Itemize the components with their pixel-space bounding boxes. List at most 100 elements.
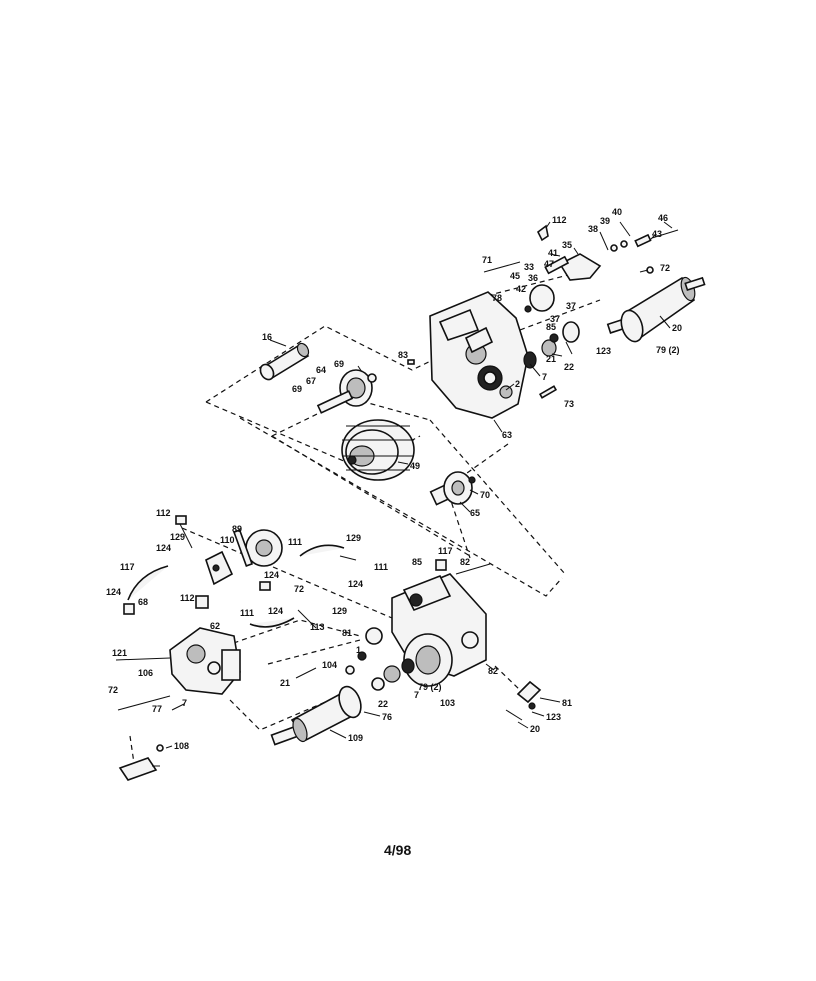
leader-lines — [152, 221, 673, 767]
callout: 79 (2) — [656, 345, 680, 355]
callout: 123 — [546, 712, 561, 722]
bearing-7-lower — [401, 658, 415, 674]
callout: 72 — [108, 685, 118, 695]
callout: 129 — [170, 532, 185, 542]
bolt-82-right — [455, 563, 491, 575]
callout: 33 — [524, 262, 534, 272]
callout: 124 — [106, 587, 121, 597]
callout: 71 — [482, 255, 492, 265]
axle-assembly-upper — [606, 276, 706, 343]
callout: 7 — [414, 690, 419, 700]
callout: 72 — [294, 584, 304, 594]
callout: 21 — [546, 354, 556, 364]
bearing-21-upper — [549, 333, 559, 343]
callout: 79 (2) — [418, 682, 442, 692]
callout: 76 — [382, 712, 392, 722]
callout: 20 — [672, 323, 682, 333]
callout: 43 — [652, 229, 662, 239]
hose-111-low — [249, 617, 295, 628]
fitting-112-top — [175, 515, 187, 525]
housing-lower-half — [391, 573, 487, 687]
washer-21-lower — [371, 677, 385, 691]
callout: 112 — [156, 508, 171, 518]
brake-lever-103 — [516, 680, 542, 704]
callout: 63 — [502, 430, 512, 440]
callout: 106 — [138, 668, 153, 678]
callout: 111 — [374, 562, 388, 572]
pin-74 — [295, 667, 317, 679]
callout: 69 — [334, 359, 344, 369]
fitting-113 — [195, 595, 209, 609]
callout: 68 — [138, 597, 148, 607]
callout: 108 — [174, 741, 189, 751]
callout: 37 — [566, 301, 576, 311]
fitting-117-left — [259, 581, 271, 591]
callout: 77 — [152, 704, 162, 714]
hose-111-left — [127, 565, 169, 601]
callout: 42 — [516, 284, 526, 294]
callout: 35 — [562, 240, 572, 250]
callout: 78 — [492, 293, 502, 303]
seal-68 — [365, 627, 383, 645]
callout: 124 — [268, 606, 283, 616]
callout: 67 — [306, 376, 316, 386]
filter-89 — [232, 529, 283, 567]
callout: 7 — [542, 372, 547, 382]
callout: 21 — [280, 678, 290, 688]
callout: 20 — [530, 724, 540, 734]
callout: 82 — [488, 666, 498, 676]
hose-111-mid — [299, 544, 345, 557]
fitting-104 — [357, 651, 367, 661]
callout: 109 — [348, 733, 363, 743]
cluster-gear-65 — [429, 471, 476, 506]
pin-129-mid — [339, 555, 357, 561]
callout: 22 — [564, 362, 574, 372]
callout: 47 — [544, 259, 554, 269]
callout: 129 — [332, 606, 347, 616]
fitting-117-right — [435, 559, 447, 571]
callout: 124 — [156, 543, 171, 553]
callout: 81 — [562, 698, 572, 708]
callout: 124 — [348, 579, 363, 589]
callout: 129 — [346, 533, 361, 543]
washer-22-lower — [383, 665, 401, 683]
callout: 121 — [112, 648, 127, 658]
callout: 85 — [546, 322, 556, 332]
pinion-gear-64 — [316, 369, 377, 414]
callout: 38 — [588, 224, 598, 234]
callout: 112 — [552, 215, 567, 225]
callout: 123 — [596, 346, 611, 356]
callout: 46 — [658, 213, 668, 223]
callout: 37 — [550, 314, 560, 324]
callout: 22 — [378, 699, 388, 709]
callout: 65 — [470, 508, 480, 518]
brake-pin-76 — [505, 709, 523, 721]
callout: 69 — [292, 384, 302, 394]
assembly-guide-lines — [129, 271, 601, 771]
fitting-106 — [345, 665, 355, 675]
callout: 113 — [310, 622, 325, 632]
callout: 117 — [120, 562, 135, 572]
callout: 7 — [182, 698, 187, 708]
brake-bolt-77 — [528, 702, 536, 710]
screw-109 — [156, 744, 164, 752]
fitting-112-left — [123, 603, 135, 615]
seal-123-upper — [562, 321, 580, 343]
callout: 124 — [264, 570, 279, 580]
bearing-7-upper — [523, 351, 537, 369]
pump-body-81 — [169, 627, 241, 695]
differential-gear-49 — [341, 419, 415, 481]
callout: 111 — [240, 608, 254, 618]
callout-labels: 112 39 40 46 38 43 71 41 35 47 33 36 45 … — [106, 207, 682, 751]
callout: 2 — [515, 379, 520, 389]
bolt-82-left — [117, 695, 171, 711]
callout: 1 — [356, 645, 361, 655]
washer-22-upper — [541, 339, 557, 357]
bolt-62 — [115, 657, 171, 661]
valve-110 — [205, 550, 234, 586]
callout: 111 — [288, 537, 302, 547]
callout: 110 — [220, 535, 235, 545]
callout: 16 — [262, 332, 272, 342]
housing-upper-half — [429, 291, 529, 419]
